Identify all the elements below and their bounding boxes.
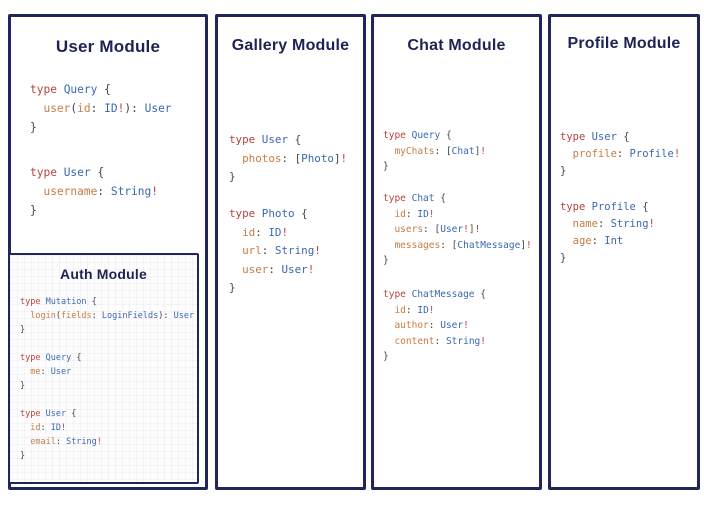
code-block-chat-query: type Query { myChats: [Chat]!} [383,130,487,172]
module-title-chat: Chat Module [407,37,506,54]
gallery-module-card: Gallery Module type User { photos: [Phot… [215,14,366,490]
code-block-auth-query: type Query { me: User} [20,353,82,391]
profile-module-card: Profile Module type User { profile: Prof… [548,14,700,490]
module-title-profile: Profile Module [567,35,681,52]
chat-module-card: Chat Module type Query { myChats: [Chat]… [371,14,542,490]
module-title-user: User Module [55,37,161,56]
code-block-gallery-user: type User { photos: [Photo]!} [229,133,348,183]
module-title-gallery: Gallery Module [231,37,350,54]
code-block-profile-type: type Profile { name: String! age: Int} [560,201,655,264]
code-block-user-type: type User { username: String!} [30,166,159,217]
code-block-profile-user: type User { profile: Profile!} [560,131,681,177]
code-block-auth-mutation: type Mutation { login(fields: LoginField… [20,297,195,335]
module-title-auth: Auth Module [60,266,147,282]
auth-module-card: Auth Module type Mutation { login(fields… [8,253,199,484]
code-block-auth-user: type User { id: ID! email: String!} [20,409,102,461]
code-block-user-query: type Query { user(id: ID!): User} [30,83,172,134]
code-block-gallery-photo: type Photo { id: ID! url: String! user: … [229,207,321,294]
code-block-chat-message: type ChatMessage { id: ID! author: User!… [383,289,486,362]
code-block-chat-type: type Chat { id: ID! users: [User!]! mess… [383,193,532,266]
